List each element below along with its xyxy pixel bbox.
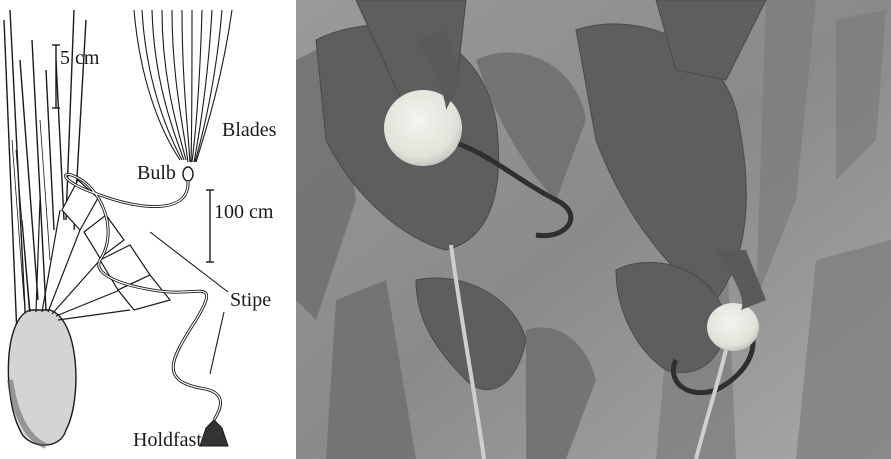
stipe-leader-lines — [150, 232, 228, 374]
kelp-underwater-photo — [296, 0, 891, 459]
small-bulb — [183, 167, 193, 181]
blades-label: Blades — [222, 120, 276, 140]
holdfast-label: Holdfast — [133, 430, 202, 450]
float-bulb-lower — [707, 303, 759, 351]
kelp-illustration-panel: 5 cm Blades Bulb 100 cm Stipe Holdfast — [0, 0, 289, 459]
kelp-line-drawing — [0, 0, 289, 459]
stipe-label: Stipe — [230, 290, 271, 310]
kelp-photo-panel — [296, 0, 891, 459]
holdfast-shape — [200, 420, 228, 446]
scale-label-small: 5 cm — [60, 48, 99, 68]
scale-bar-small — [52, 45, 60, 108]
bulb-label: Bulb — [137, 163, 176, 183]
top-blades — [134, 10, 232, 162]
scale-label-large: 100 cm — [214, 202, 273, 222]
bulb-cross-section — [8, 310, 76, 445]
scale-bar-large — [206, 190, 214, 262]
